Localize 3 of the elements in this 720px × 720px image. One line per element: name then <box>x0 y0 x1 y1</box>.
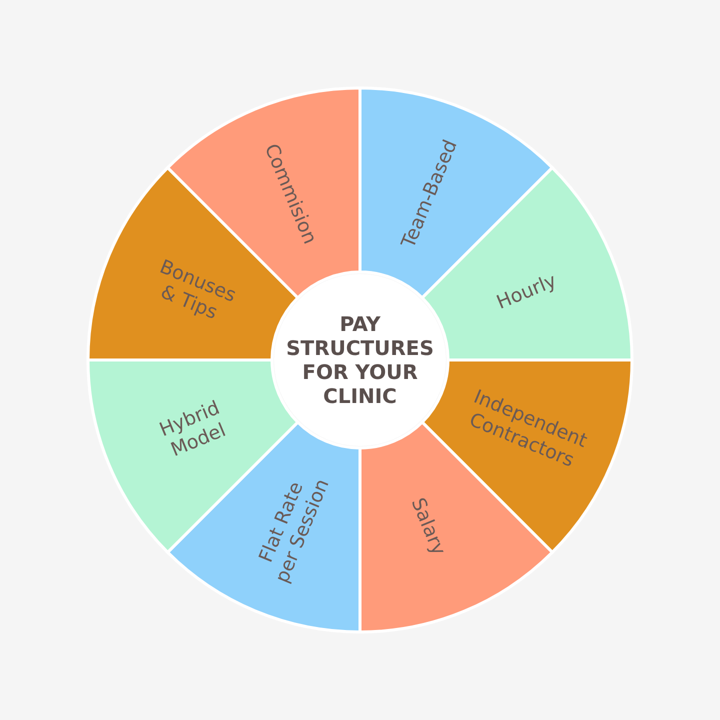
center-title: PAY STRUCTURES FOR YOUR CLINIC <box>286 312 434 408</box>
segment-label: Salary <box>406 494 450 558</box>
center-circle <box>274 274 446 446</box>
